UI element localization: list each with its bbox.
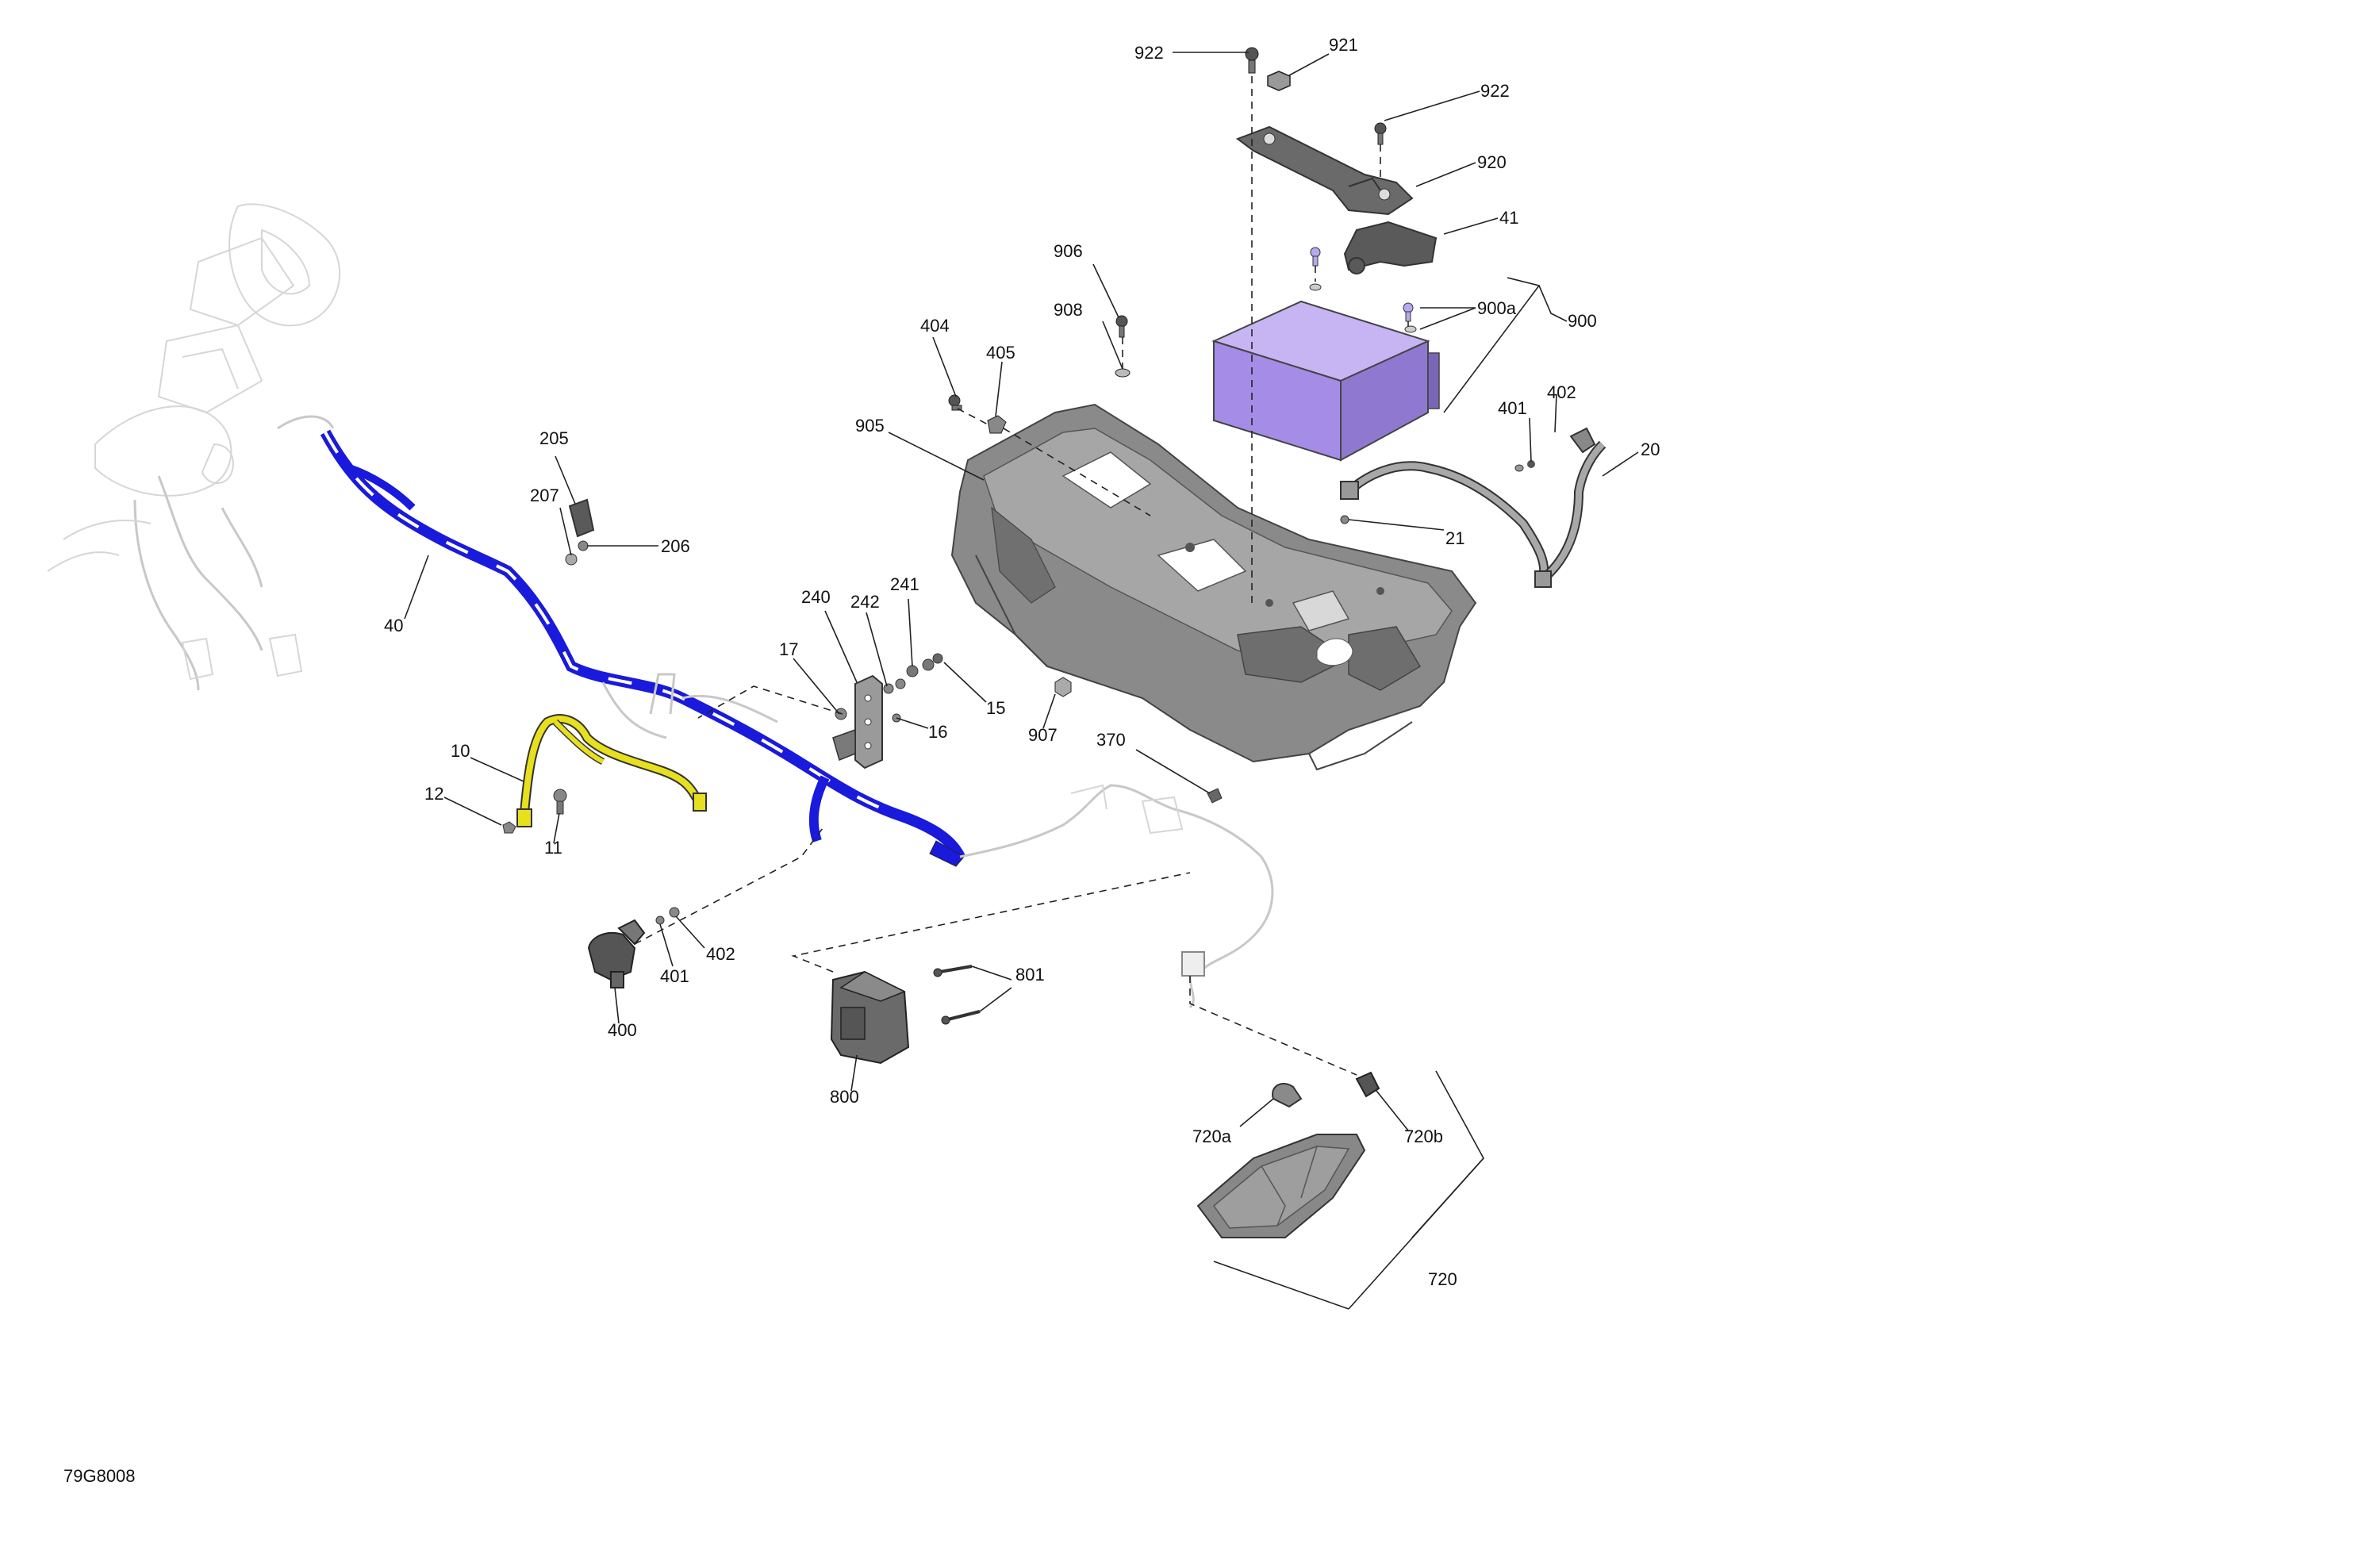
callout-922-top: 922 (1134, 43, 1164, 63)
callout-207: 207 (530, 486, 559, 505)
callout-401-left: 401 (660, 966, 689, 986)
fasteners-11-12 (502, 789, 567, 834)
callout-720: 720 (1428, 1269, 1457, 1289)
callout-400: 400 (608, 1020, 637, 1040)
ghost-harness-right (959, 784, 1274, 977)
callout-20: 20 (1641, 439, 1660, 459)
callout-11: 11 (544, 838, 562, 858)
callout-800: 800 (830, 1087, 859, 1107)
callout-402-right: 402 (1547, 382, 1576, 402)
battery-hold-down-920 (1235, 125, 1414, 216)
callout-900: 900 (1568, 311, 1597, 331)
callout-404: 404 (920, 316, 950, 336)
callout-405: 405 (986, 343, 1015, 363)
callout-leaders (404, 52, 1639, 1131)
callout-241: 241 (890, 574, 919, 594)
callout-17: 17 (779, 639, 798, 659)
callout-205: 205 (539, 428, 569, 448)
callout-801: 801 (1015, 965, 1045, 985)
callout-labels: 922 921 922 920 41 906 908 900a 900 404 … (384, 35, 1660, 1289)
callout-41: 41 (1499, 208, 1518, 228)
assembly-dashed-lines (634, 76, 1409, 1076)
callout-905: 905 (855, 416, 885, 436)
callout-206: 206 (661, 536, 690, 556)
callout-21: 21 (1445, 528, 1464, 548)
callout-12: 12 (424, 784, 443, 804)
callout-922-right: 922 (1480, 81, 1510, 101)
callout-242: 242 (850, 592, 880, 612)
assembly-brackets (1213, 277, 1568, 1310)
callout-16: 16 (928, 722, 947, 742)
callout-240: 240 (801, 587, 831, 607)
callout-907: 907 (1028, 725, 1058, 745)
callout-920: 920 (1477, 152, 1507, 172)
bracket-240 (832, 653, 943, 770)
callout-40: 40 (384, 616, 403, 635)
connector-370 (1181, 788, 1223, 1009)
terminal-cover-41 (1343, 221, 1438, 274)
ghost-context-parts (47, 203, 341, 691)
callout-401-right: 401 (1498, 398, 1527, 418)
battery-screws (948, 47, 1417, 697)
relay-400 (587, 907, 680, 988)
callout-908: 908 (1054, 300, 1083, 320)
callout-720a: 720a (1192, 1127, 1232, 1146)
control-module-800 (830, 965, 981, 1065)
battery-900 (1211, 300, 1440, 462)
callout-402-left: 402 (706, 944, 735, 964)
battery-cable-20 (1340, 427, 1606, 588)
secondary-harness-10 (516, 714, 707, 827)
clip-205 (565, 498, 595, 566)
drawing-id: 79G8008 (63, 1466, 136, 1486)
callout-10: 10 (451, 741, 470, 761)
callout-906: 906 (1054, 241, 1083, 261)
callout-720b: 720b (1404, 1127, 1443, 1146)
main-wiring-harness-40 (316, 427, 969, 867)
battery-tray-905 (950, 403, 1477, 771)
callout-15: 15 (986, 698, 1005, 718)
callout-370: 370 (1096, 730, 1126, 750)
callout-921: 921 (1329, 35, 1358, 55)
callout-900a: 900a (1477, 298, 1517, 318)
tail-light-720 (1196, 1071, 1380, 1238)
